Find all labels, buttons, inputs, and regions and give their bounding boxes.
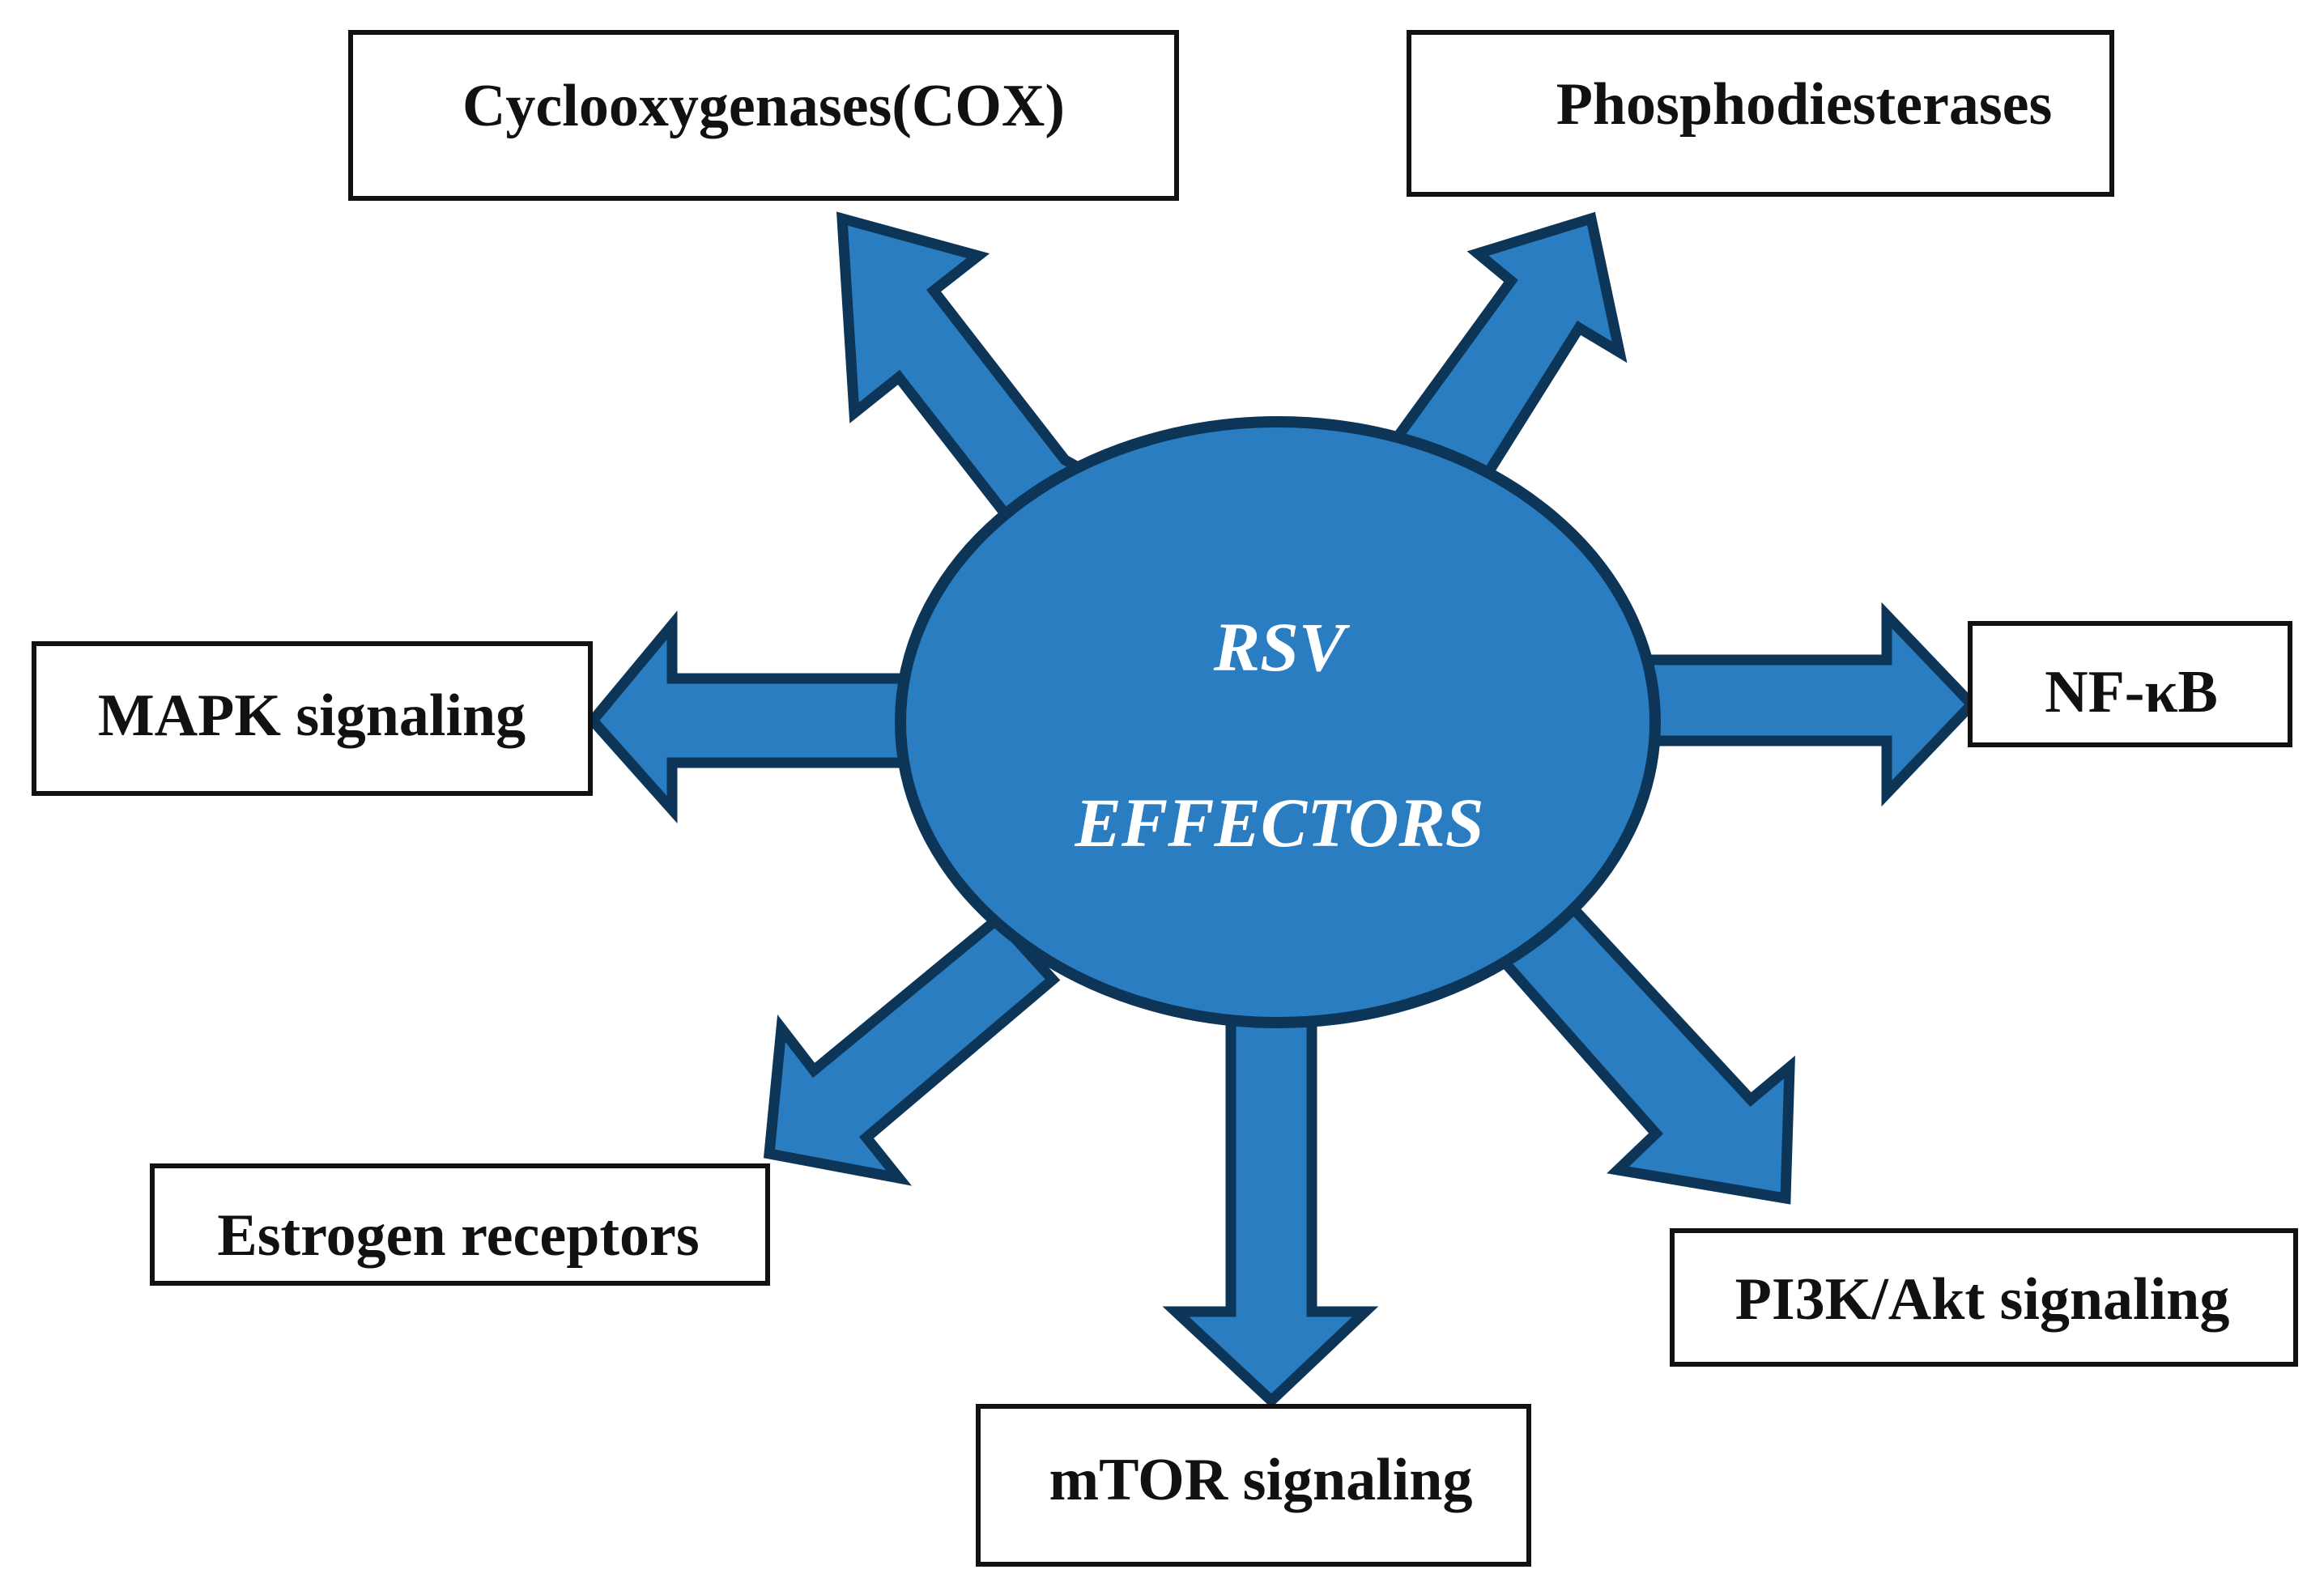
pi3k-label: PI3K/Akt signaling [1735,1266,2230,1333]
pi3k-box [1670,1228,2298,1367]
estrogen-label: Estrogen receptors [217,1202,699,1269]
center-label-line1: RSV [1213,608,1351,686]
mtor-label: mTOR signaling [1049,1447,1473,1513]
nfkb-label: NF-κB [2045,659,2218,725]
estrogen-box [150,1163,770,1286]
pde-label: Phosphodiesterases [1556,71,2053,138]
target-boxes [32,30,2298,1567]
arrow-to-estrogen [763,912,1061,1186]
arrow-to-mtor [1162,1008,1379,1408]
mtor-box [976,1404,1531,1567]
arrows [585,211,1979,1408]
cox-label: Cyclooxygenases(COX) [462,73,1065,139]
arrow-to-pi3k [1495,889,1795,1205]
arrow-to-nfkb [1642,602,1979,807]
center-label-line2: EFFECTORS [1074,784,1483,861]
mapk-label: MAPK signaling [98,683,526,749]
rsv-effectors-node [895,416,1661,1028]
pde-box [1407,30,2114,197]
arrow-to-mapk [585,610,909,824]
arrow-to-cox [836,211,1111,547]
mapk-box [32,641,593,796]
cox-box [348,30,1179,201]
nfkb-box [1968,621,2292,747]
